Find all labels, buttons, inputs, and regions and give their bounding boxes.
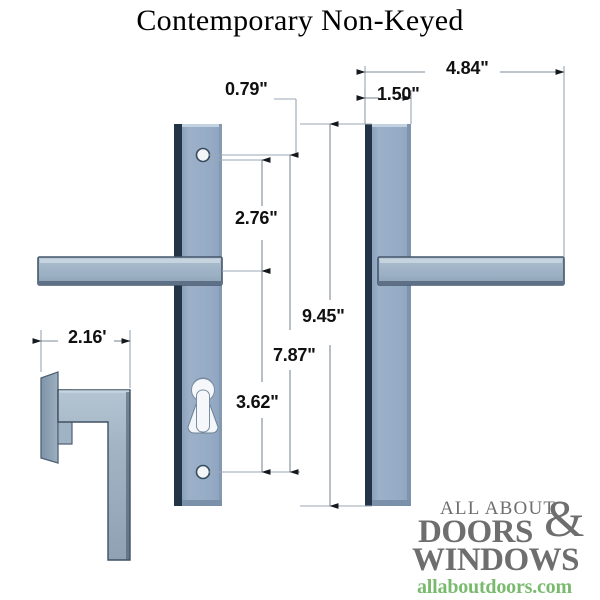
dimension-label-1-50: 1.50" <box>377 84 420 104</box>
back-plate-view <box>365 124 565 506</box>
page-title: Contemporary Non-Keyed <box>136 4 464 37</box>
dimension-label-3-62: 3.62" <box>236 392 279 412</box>
front-plate-dark-edge <box>174 124 182 506</box>
dimension-label-9-45: 9.45" <box>302 306 345 326</box>
side-profile-lever-arm <box>57 389 131 561</box>
front-plate-bottom-shade <box>182 500 222 506</box>
logo-line-doors: DOORS <box>418 514 533 550</box>
dimension-lines <box>32 66 565 509</box>
logo-line-all-about: ALL ABOUT <box>440 498 557 519</box>
front-plate-right-edge <box>219 124 222 506</box>
logo-url: allaboutdoors.com <box>417 576 572 598</box>
front-plate-top-highlight <box>182 124 222 127</box>
back-plate-dark-edge <box>365 124 372 506</box>
brand-logo: ALL ABOUT DOORS & WINDOWS allaboutdoors.… <box>404 494 600 599</box>
dimension-label-2-76: 2.76" <box>235 208 278 228</box>
front-plate-upper-screw-hole <box>195 147 211 163</box>
front-plate-lower-screw-hole <box>195 464 211 480</box>
front-plate-view <box>37 124 223 506</box>
front-plate-face <box>182 124 222 506</box>
keyhole-profile-shape <box>191 378 215 433</box>
dimension-label-7-87: 7.87" <box>273 345 316 365</box>
side-profile-flange <box>40 371 59 464</box>
dimension-label-4-84: 4.84" <box>446 58 489 78</box>
back-plate-top-highlight <box>372 124 411 127</box>
dimension-label-0-79: 0.79" <box>225 79 268 99</box>
side-profile-view <box>40 371 131 561</box>
back-plate-face <box>372 124 411 506</box>
back-lever-handle <box>377 256 565 286</box>
back-plate-right-edge <box>407 124 411 506</box>
front-lever-handle <box>37 256 223 286</box>
logo-line-windows: WINDOWS <box>412 542 580 578</box>
logo-ampersand: & <box>544 491 585 548</box>
dimension-label-2-16: 2.16' <box>68 327 107 347</box>
back-plate-bottom-shade <box>372 500 411 506</box>
